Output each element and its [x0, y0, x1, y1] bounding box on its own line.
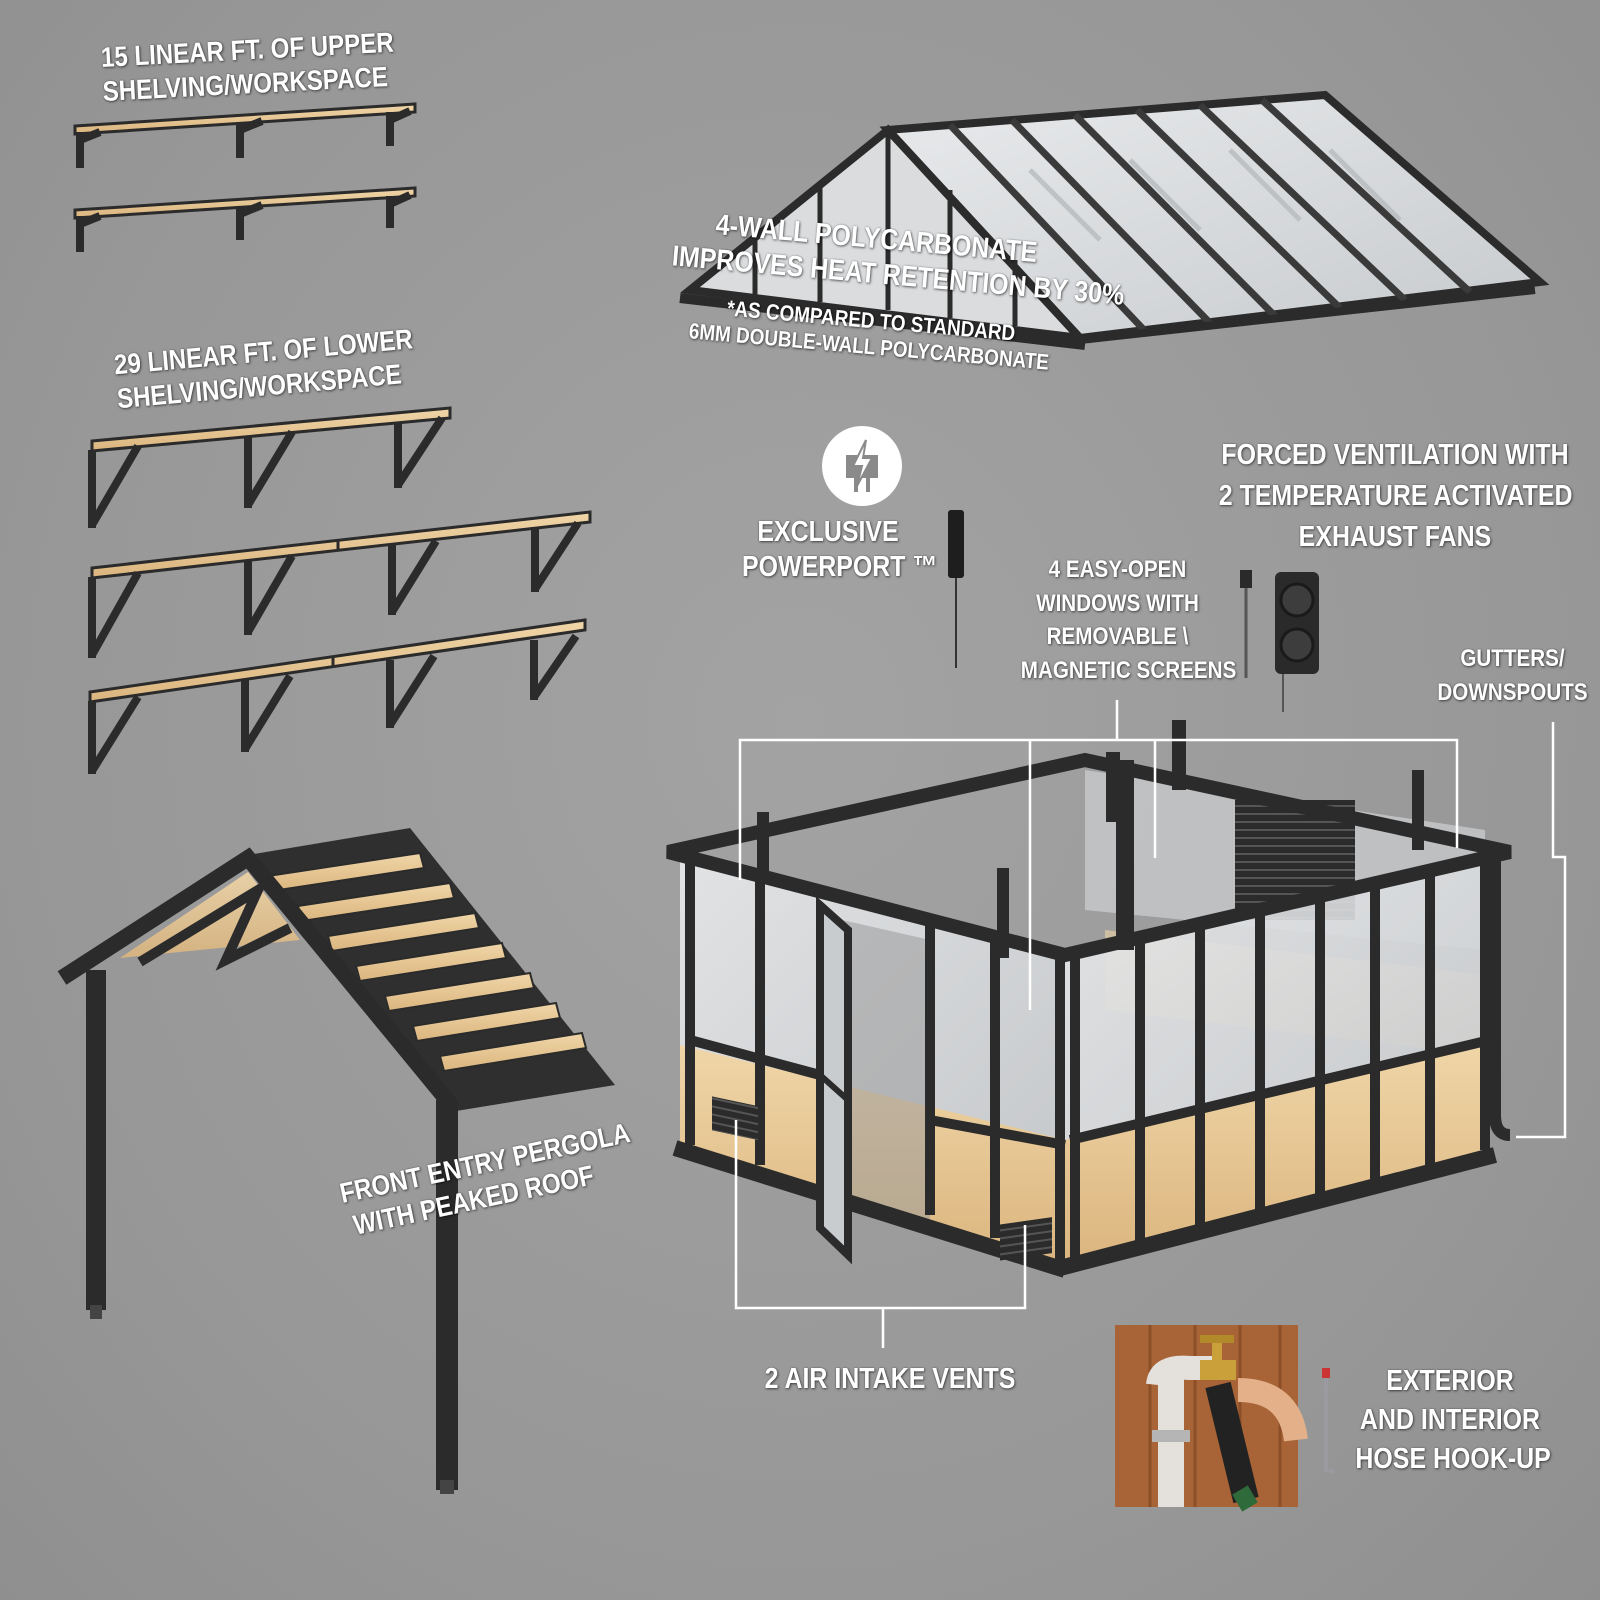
- upper-shelf: [73, 102, 417, 168]
- windows-callout: [738, 700, 1459, 1010]
- lower-shelf: [88, 406, 452, 528]
- powerport-label: Exclusive PowerPort ™: [742, 515, 938, 585]
- label-line: Forced Ventilation with: [1221, 439, 1569, 471]
- windows-label: 4 Easy-Open Windows with Removable \ Mag…: [1020, 553, 1237, 687]
- label-line: 2 Air Intake Vents: [764, 1363, 1016, 1395]
- label-line: Magnetic Screens: [1020, 656, 1237, 684]
- exhaust-fans: [1240, 570, 1319, 712]
- label-line: 2 Temperature Activated: [1218, 480, 1573, 513]
- hose-hook: [1322, 1368, 1335, 1474]
- label-line: Gutters/: [1460, 645, 1565, 672]
- hose-label: Exterior and Interior Hose Hook-Up: [1355, 1362, 1551, 1479]
- label-line: PowerPort ™: [742, 550, 938, 583]
- label-line: Exterior: [1386, 1365, 1514, 1397]
- label-line: Exhaust Fans: [1298, 521, 1492, 554]
- lower-shelves: [88, 406, 592, 774]
- label-line: and Interior: [1359, 1404, 1541, 1437]
- greenhouse-body: [666, 720, 1512, 1278]
- gutters-label: Gutters/ Downspouts: [1437, 642, 1588, 709]
- callout-lines: [734, 700, 1567, 1348]
- lower-shelf: [88, 510, 592, 658]
- gutters-callout: [1516, 722, 1567, 1139]
- lower-shelf: [88, 618, 587, 774]
- upper-shelf: [73, 186, 417, 252]
- label-line: Downspouts: [1437, 678, 1588, 706]
- label-line: Windows with: [1036, 589, 1199, 617]
- powerport-device: [948, 510, 964, 668]
- label-line: Hose Hook-Up: [1355, 1443, 1551, 1476]
- intake-vents-label: 2 Air Intake Vents: [764, 1362, 1016, 1397]
- label-line: 4 Easy-Open: [1048, 556, 1187, 583]
- upper-shelves: [73, 102, 417, 252]
- lightning-plug-icon: [822, 426, 902, 506]
- pergola: [57, 828, 615, 1494]
- label-line: Removable \: [1046, 623, 1189, 651]
- upper-shelving-label: 15 Linear Ft. of Upper Shelving/Workspac…: [100, 27, 394, 108]
- label-line: Exclusive: [757, 516, 899, 548]
- hose-hookup-photo: [1115, 1325, 1308, 1512]
- ventilation-label: Forced Ventilation with 2 Temperature Ac…: [1218, 435, 1573, 559]
- polycarbonate-roof: [679, 90, 1550, 350]
- intake-vents-callout: [734, 1120, 1027, 1348]
